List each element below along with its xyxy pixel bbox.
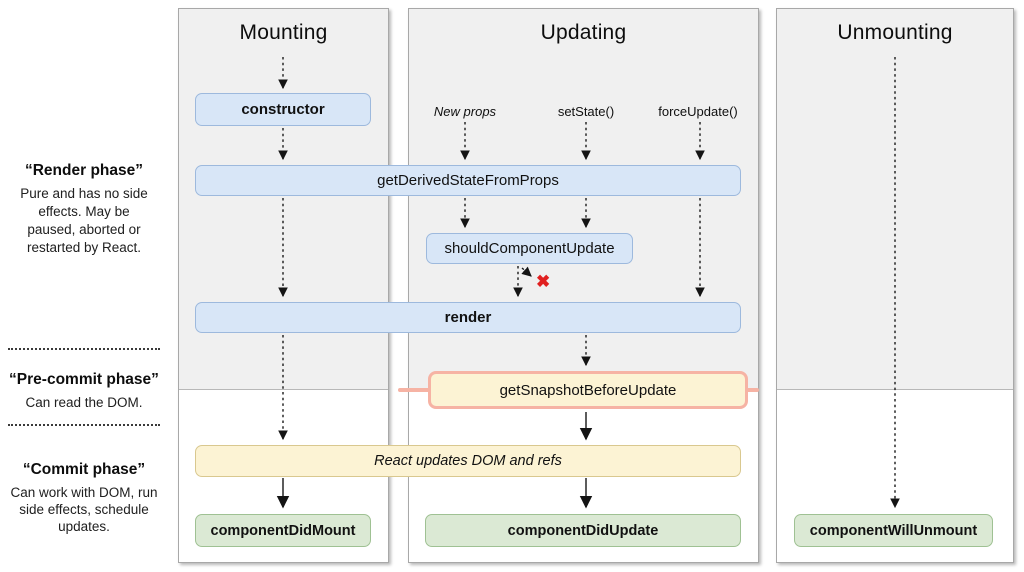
- component-did-mount-node: componentDidMount: [195, 514, 371, 547]
- get-derived-state-from-props-node: getDerivedStateFromProps: [195, 165, 741, 196]
- pre-commit-phase-title: “Pre-commit phase”: [9, 371, 159, 388]
- get-snapshot-before-update-node: getSnapshotBeforeUpdate: [428, 371, 748, 409]
- updating-title: Updating: [540, 21, 627, 44]
- render-phase-title: “Render phase”: [24, 162, 143, 179]
- unmounting-title: Unmounting: [837, 21, 953, 44]
- force-update-label: forceUpdate(): [658, 104, 738, 119]
- should-component-update-node: shouldComponentUpdate: [426, 233, 633, 264]
- react-updates-dom-node: React updates DOM and refs: [195, 445, 741, 477]
- component-will-unmount-node: componentWillUnmount: [794, 514, 993, 547]
- component-did-update-node: componentDidUpdate: [425, 514, 741, 547]
- pre-commit-phase-label: “Pre-commit phase” Can read the DOM.: [0, 371, 168, 412]
- constructor-node: constructor: [195, 93, 371, 126]
- phase-divider-bottom: [8, 424, 160, 426]
- render-node: render: [195, 302, 741, 333]
- mounting-title: Mounting: [239, 21, 328, 44]
- commit-phase-title: “Commit phase”: [22, 461, 146, 478]
- new-props-label: New props: [433, 104, 497, 119]
- cancel-icon: ✖: [536, 272, 551, 291]
- commit-phase-label: “Commit phase” Can work with DOM, run si…: [0, 461, 168, 535]
- set-state-label: setState(): [557, 104, 615, 119]
- phase-divider-top: [8, 348, 160, 350]
- render-phase-description: Pure and has no side effects. May be pau…: [20, 186, 148, 255]
- commit-phase-description: Can work with DOM, run side effects, sch…: [10, 485, 158, 534]
- pre-commit-phase-description: Can read the DOM.: [25, 395, 143, 410]
- render-phase-label: “Render phase” Pure and has no side effe…: [0, 162, 168, 257]
